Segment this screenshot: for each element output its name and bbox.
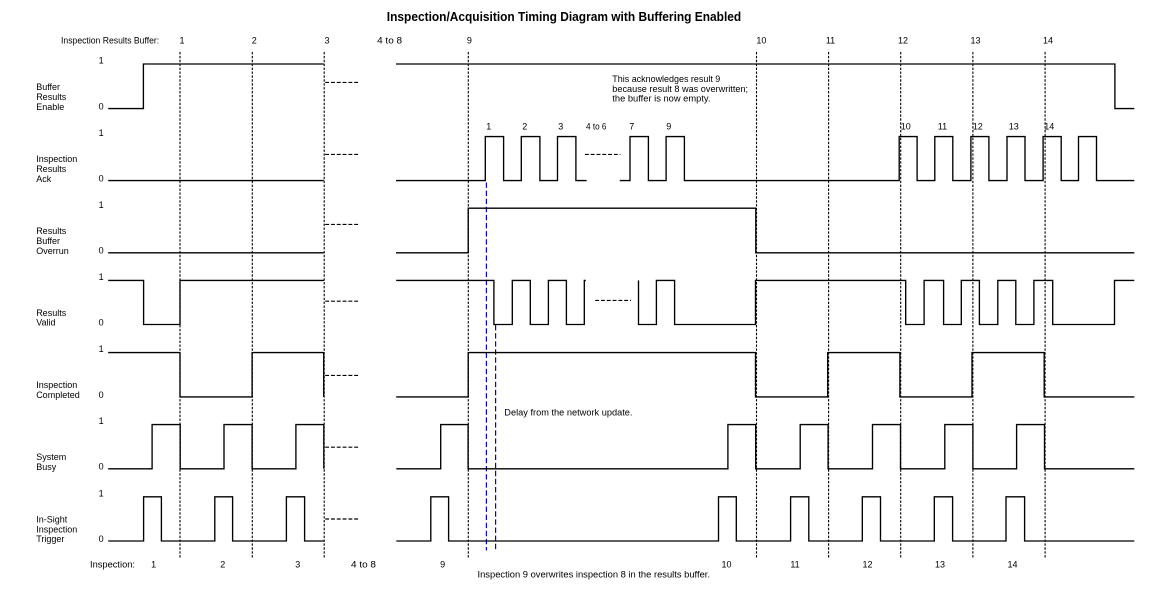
- svg-text:0: 0: [99, 102, 104, 112]
- svg-text:Trigger: Trigger: [36, 534, 64, 544]
- svg-text:1: 1: [99, 488, 104, 498]
- svg-text:Inspection 9 overwrites inspec: Inspection 9 overwrites inspection 8 in …: [478, 570, 711, 580]
- svg-text:In-Sight: In-Sight: [36, 514, 68, 524]
- svg-text:1: 1: [99, 128, 104, 138]
- svg-text:12: 12: [898, 35, 908, 45]
- svg-text:1: 1: [99, 344, 104, 354]
- svg-text:7: 7: [629, 121, 634, 131]
- svg-text:1: 1: [99, 56, 104, 66]
- svg-text:Inspection:: Inspection:: [90, 560, 135, 570]
- svg-text:0: 0: [99, 246, 104, 256]
- svg-text:Buffer: Buffer: [36, 236, 60, 246]
- svg-text:1: 1: [99, 416, 104, 426]
- svg-text:1: 1: [179, 35, 184, 45]
- svg-text:Completed: Completed: [36, 390, 80, 400]
- svg-text:3: 3: [295, 560, 300, 570]
- svg-text:because result 8 was overwritt: because result 8 was overwritten;: [612, 84, 748, 94]
- svg-text:1: 1: [99, 272, 104, 282]
- svg-text:Results: Results: [36, 308, 67, 318]
- svg-text:10: 10: [756, 35, 766, 45]
- svg-text:the buffer is now empty.: the buffer is now empty.: [612, 94, 710, 104]
- svg-text:12: 12: [862, 560, 872, 570]
- svg-text:14: 14: [1007, 560, 1017, 570]
- svg-text:3: 3: [324, 35, 329, 45]
- svg-text:4 to 8: 4 to 8: [377, 35, 402, 45]
- svg-text:System: System: [36, 452, 66, 462]
- svg-text:13: 13: [1009, 121, 1019, 131]
- svg-text:4 to 8: 4 to 8: [351, 560, 376, 570]
- svg-text:Results: Results: [36, 92, 67, 102]
- svg-text:0: 0: [99, 174, 104, 184]
- svg-text:14: 14: [1043, 35, 1053, 45]
- svg-text:Busy: Busy: [36, 462, 57, 472]
- svg-text:9: 9: [467, 35, 472, 45]
- svg-text:Ack: Ack: [36, 174, 52, 184]
- svg-text:This acknowledges result 9: This acknowledges result 9: [612, 74, 720, 84]
- svg-text:1: 1: [486, 121, 491, 131]
- svg-text:1: 1: [99, 200, 104, 210]
- svg-text:3: 3: [558, 121, 563, 131]
- svg-text:9: 9: [440, 560, 445, 570]
- svg-text:12: 12: [973, 121, 983, 131]
- svg-text:4 to 6: 4 to 6: [586, 121, 607, 131]
- svg-text:11: 11: [938, 121, 947, 131]
- svg-text:Inspection Results Buffer:: Inspection Results Buffer:: [61, 35, 159, 45]
- svg-text:0: 0: [99, 390, 104, 400]
- svg-text:Results: Results: [36, 164, 67, 174]
- svg-text:10: 10: [901, 121, 911, 131]
- svg-text:0: 0: [99, 534, 104, 544]
- svg-text:14: 14: [1044, 121, 1054, 131]
- svg-text:0: 0: [99, 462, 104, 472]
- svg-text:11: 11: [790, 560, 799, 570]
- svg-text:2: 2: [252, 35, 257, 45]
- svg-text:2: 2: [522, 121, 527, 131]
- svg-text:Overrun: Overrun: [36, 246, 69, 256]
- svg-text:Valid: Valid: [36, 318, 55, 328]
- svg-text:Inspection: Inspection: [36, 524, 77, 534]
- svg-text:Inspection: Inspection: [36, 380, 77, 390]
- svg-text:9: 9: [666, 121, 671, 131]
- svg-text:2: 2: [220, 560, 225, 570]
- svg-text:13: 13: [970, 35, 980, 45]
- svg-text:13: 13: [935, 560, 945, 570]
- svg-text:1: 1: [151, 560, 156, 570]
- svg-text:0: 0: [99, 317, 104, 327]
- svg-text:Delay from the network update.: Delay from the network update.: [504, 407, 632, 417]
- svg-text:Inspection: Inspection: [36, 154, 77, 164]
- svg-text:10: 10: [721, 560, 731, 570]
- svg-text:Inspection/Acquisition Timing: Inspection/Acquisition Timing Diagram wi…: [387, 9, 741, 24]
- svg-text:Buffer: Buffer: [36, 82, 60, 92]
- svg-text:Results: Results: [36, 226, 67, 236]
- svg-text:Enable: Enable: [36, 102, 64, 112]
- svg-text:11: 11: [826, 35, 835, 45]
